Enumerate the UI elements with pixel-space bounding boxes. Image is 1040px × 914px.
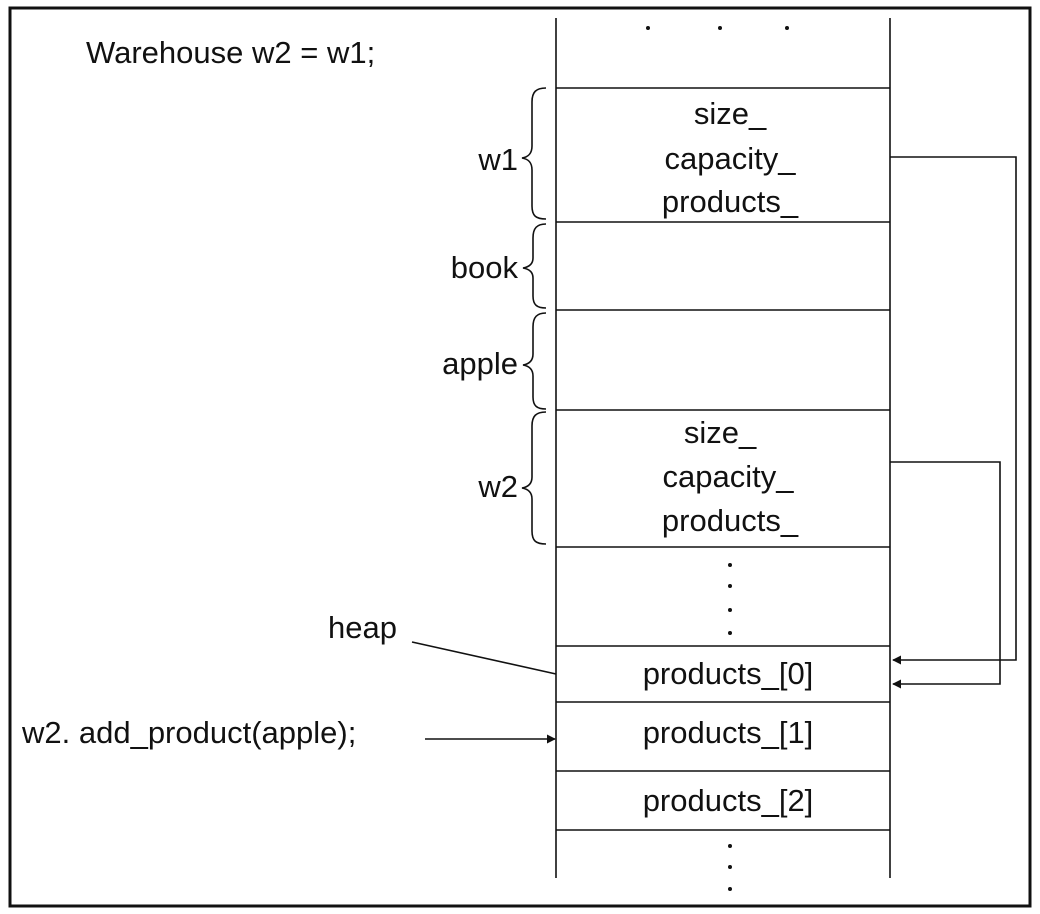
stack-label-w1: w1	[477, 142, 518, 177]
w1-products-pointer-arrow	[890, 156, 1017, 665]
w2-field-capacity: capacity_	[663, 459, 795, 494]
heap-cell-products-1: products_[1]	[643, 715, 814, 750]
w2-field-products: products_	[662, 503, 799, 538]
ellipsis-dot	[646, 26, 650, 30]
stack-label-apple: apple	[442, 346, 518, 381]
apple-brace	[522, 312, 547, 410]
ellipsis-dot	[728, 865, 732, 869]
ellipsis-dot	[728, 584, 732, 588]
ellipsis-dot	[718, 26, 722, 30]
ellipsis-dot	[728, 887, 732, 891]
w2-field-size: size_	[684, 415, 757, 450]
w1-field-products: products_	[662, 184, 799, 219]
heap-cell-products-0: products_[0]	[643, 656, 814, 691]
w1-field-size: size_	[694, 96, 767, 131]
stack-label-book: book	[451, 250, 519, 285]
w2-brace	[521, 411, 547, 545]
ellipsis-dot	[728, 844, 732, 848]
ellipsis-dot	[728, 563, 732, 567]
w1-field-capacity: capacity_	[665, 141, 797, 176]
code-call-statement: w2. add_product(apple);	[21, 715, 356, 750]
heap-leader-line	[411, 641, 557, 675]
w1-brace	[521, 87, 547, 220]
code-assign-statement: Warehouse w2 = w1;	[86, 35, 375, 70]
w2-products-pointer-arrow	[890, 461, 1001, 689]
ellipsis-dot	[728, 631, 732, 635]
book-brace	[522, 223, 547, 309]
ellipsis-dot	[728, 608, 732, 612]
stack-label-w2: w2	[477, 469, 518, 504]
outer-frame	[8, 6, 1032, 908]
heap-label: heap	[328, 610, 397, 645]
heap-cell-products-2: products_[2]	[643, 783, 814, 818]
ellipsis-dot	[785, 26, 789, 30]
